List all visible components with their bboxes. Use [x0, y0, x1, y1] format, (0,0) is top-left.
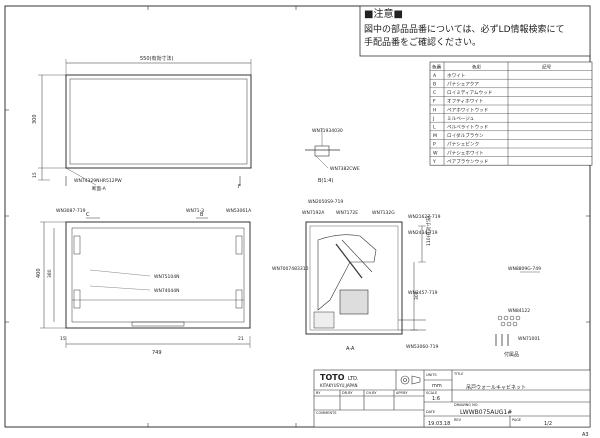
- section-dim-b: 301: [414, 291, 420, 300]
- color-name: ペルベライトウッド: [447, 124, 488, 131]
- accessory-caption: 付属品: [504, 351, 519, 358]
- dr-by-label: DR.BY: [342, 391, 353, 395]
- drawing-no-label: DRAWING NO.: [454, 403, 478, 407]
- color-name: ペアブラウンウッド: [447, 158, 488, 165]
- company-logo: TOTO: [320, 373, 345, 382]
- section-label-9: WN53060-719: [406, 344, 438, 350]
- detail-b-label-1: WN71934030: [312, 128, 343, 134]
- front-tag-b: B: [200, 212, 204, 218]
- notice-header: ■注意■: [364, 7, 403, 20]
- color-table-header: 色彩: [472, 63, 482, 70]
- front-dim-bottom: 21: [238, 336, 244, 342]
- top-view: [38, 59, 252, 186]
- section-label-3: WN7172E: [336, 210, 358, 216]
- section-label-6: WN2434-719: [408, 230, 438, 236]
- company-location: KITAKYUSYU,JAPAN: [320, 383, 357, 388]
- by-label: BY: [316, 391, 321, 395]
- page-label: PAGE: [512, 418, 521, 422]
- color-code: F: [433, 99, 436, 105]
- drawing-border: [4, 5, 591, 428]
- color-name: パナシェアクア: [447, 82, 479, 88]
- top-dim-width: 550(有効寸法): [140, 55, 173, 62]
- date-value: 19.03.18: [428, 421, 450, 427]
- detail-b: [305, 128, 340, 169]
- color-code: L: [433, 125, 436, 131]
- top-label-f: F: [238, 184, 241, 190]
- units-label: UNITS: [426, 373, 437, 377]
- drawing-title: 吊戸ウォールキャビネット: [466, 384, 526, 391]
- title-label: TITLE: [453, 372, 463, 376]
- color-code: C: [433, 90, 436, 96]
- front-label-t: WN71-3: [186, 208, 204, 214]
- top-dim-small: 15: [32, 172, 38, 178]
- scale-value: 1:6: [432, 396, 440, 402]
- front-view: [40, 217, 251, 348]
- accessories: [495, 271, 540, 346]
- top-label-part: WN74329NHR512PW: [74, 178, 122, 184]
- section-view: [305, 221, 426, 335]
- section-label-8: WN7007483310: [272, 266, 309, 272]
- color-code: B: [433, 82, 436, 88]
- notice-box: ■注意■ 図中の部品品番については、必ずLD情報検索にて 手配品番をご確認くださ…: [359, 5, 591, 57]
- color-code: M: [433, 133, 437, 139]
- front-dim-height: 400: [36, 268, 42, 278]
- color-code: J: [432, 116, 434, 122]
- detail-b-caption: B(1:4): [318, 178, 333, 184]
- front-label-m1: WN75104N: [154, 274, 180, 280]
- units-value: mm: [432, 383, 442, 389]
- front-label-tl: WN3087-719: [56, 208, 86, 214]
- front-tag-c: C: [86, 212, 90, 218]
- notice-line-2: 手配品番をご確認ください。: [364, 36, 481, 48]
- accessory-label-1: WN8809G-749: [508, 266, 541, 272]
- section-label-1: WN2050S9-719: [308, 199, 343, 205]
- page-value: 1/2: [544, 421, 552, 427]
- color-code: W: [433, 150, 438, 156]
- color-name: ロイミディアムウッド: [447, 89, 492, 96]
- color-table-header: 色番: [432, 63, 442, 70]
- section-label-7: WN2457-719: [408, 290, 438, 296]
- sheet-size: A3: [582, 432, 589, 438]
- color-name: ロイダルブラウン: [447, 132, 484, 139]
- front-dim-side: 15: [60, 336, 66, 342]
- color-name: パナシェピンク: [447, 142, 479, 148]
- section-caption: A-A: [346, 346, 355, 352]
- front-label-tr: WN53061A: [226, 208, 252, 214]
- color-table: 色番 色彩 記号 A ホワイト B パナシェアクア C ロイミディアムウッド F オフティホワイト H…: [429, 61, 593, 166]
- scale-label: SCALE: [426, 391, 437, 395]
- color-name: ホワイト: [447, 73, 465, 79]
- accessory-label-2: WN84122: [508, 308, 530, 314]
- front-dim-inner: 380: [47, 269, 53, 278]
- top-dim-height: 300: [32, 114, 38, 124]
- rev-label: REV: [454, 418, 462, 422]
- projection-symbol-icon: [400, 375, 421, 385]
- section-dim-a: 110(有効寸法): [425, 216, 432, 246]
- company-suffix: LTD.: [348, 376, 359, 382]
- ch-by-label: CH.BY: [366, 391, 377, 395]
- accessory-label-3: WN71001: [518, 336, 540, 342]
- app-by-label: APP.BY: [396, 391, 408, 395]
- drawing-number: LWWB075AUG1#: [460, 409, 512, 416]
- section-label-5: WN2162Z-719: [408, 214, 441, 220]
- color-name: パナシェホワイト: [447, 150, 484, 156]
- front-label-m2: WN74044N: [154, 288, 180, 294]
- top-label-view: 断面-A: [92, 185, 107, 192]
- color-code: H: [433, 107, 436, 113]
- notice-line-1: 図中の部品品番については、必ずLD情報検索にて: [364, 23, 565, 35]
- front-dim-width: 749: [152, 350, 162, 356]
- color-code: P: [433, 142, 436, 148]
- title-block: [313, 369, 591, 428]
- detail-b-label-2: WN7382CWE: [330, 166, 360, 172]
- color-name: ペアホワイトウッド: [447, 106, 488, 113]
- color-code: A: [433, 73, 437, 79]
- date-label: DATE: [426, 410, 435, 414]
- color-code: Y: [432, 159, 436, 165]
- color-name: オフティホワイト: [447, 99, 483, 105]
- comments-label: COMMENTS: [316, 411, 337, 415]
- section-label-4: WN7132G: [372, 210, 395, 216]
- section-label-2: WN7192A: [302, 210, 325, 216]
- color-table-header: 記号: [542, 63, 552, 70]
- color-name: ミルベージュ: [447, 116, 474, 122]
